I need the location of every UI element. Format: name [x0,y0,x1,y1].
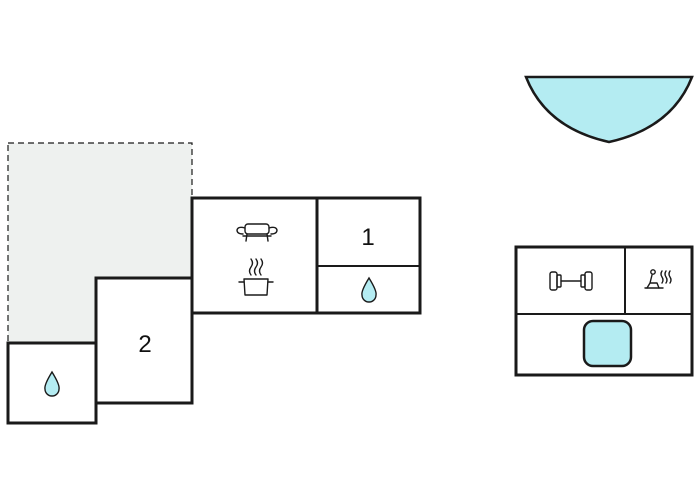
dumbbell-icon [549,271,593,291]
bedroom-2-label: 2 [138,331,151,358]
bedroom-1-block [315,196,422,315]
terrace-area [7,142,193,344]
annex-building [514,245,694,377]
bedroom-1-label: 1 [361,224,374,251]
water-drop-icon [44,370,60,397]
bedroom-2-room [94,276,194,405]
bathroom-2-room [6,341,98,425]
pool [524,75,694,144]
sofa-icon [236,223,278,242]
cooking-pot-icon [238,258,274,296]
hot-tub-icon [582,319,633,368]
living-kitchen-room [190,196,319,315]
sauna-icon [644,269,672,289]
water-drop-icon [361,276,377,303]
